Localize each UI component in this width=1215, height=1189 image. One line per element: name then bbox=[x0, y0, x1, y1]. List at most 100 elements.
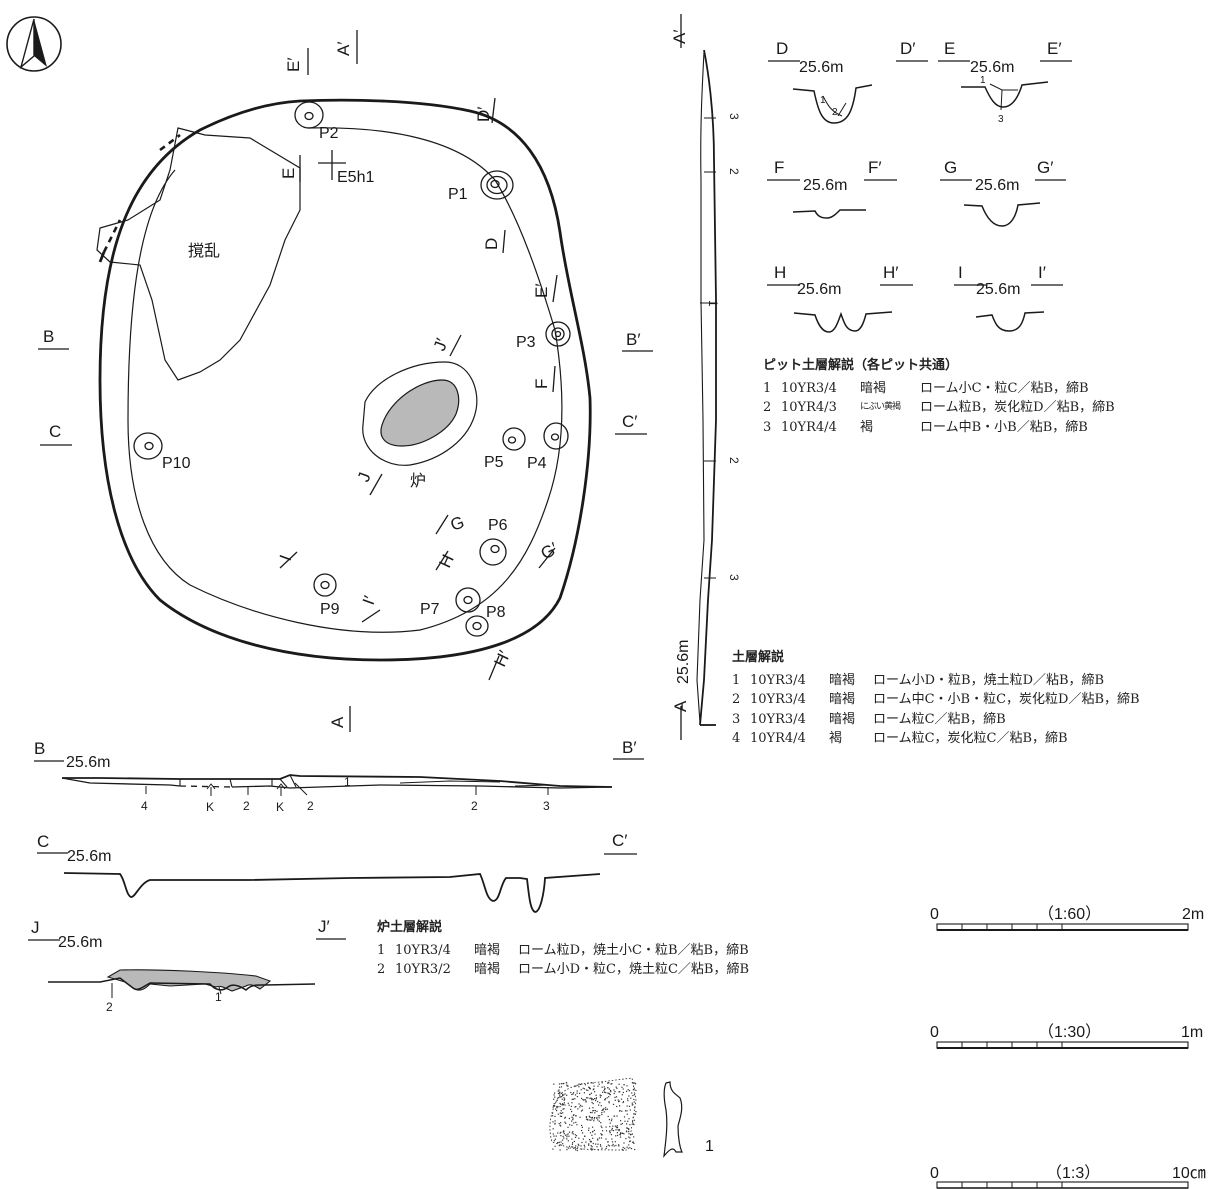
profile-a-layer-2-bottom: 2 bbox=[727, 457, 741, 464]
scale-1-30-zero: 0 bbox=[930, 1024, 939, 1041]
pit-legend-title: ピット土層解説（各ピット共通） bbox=[763, 358, 959, 373]
section-label-h-plan: H bbox=[435, 552, 457, 571]
pit-profile-e-mark-3: 3 bbox=[998, 114, 1004, 125]
profile-a bbox=[680, 14, 717, 740]
outer-outline bbox=[98, 98, 592, 662]
profile-c-prime-label: C′ bbox=[612, 831, 627, 850]
section-label-j-prime-plan: J′ bbox=[430, 336, 452, 353]
pit-p4-outline bbox=[543, 422, 569, 450]
pit-label-p10: P10 bbox=[162, 455, 191, 472]
profile-a-layer-3-top: 3 bbox=[727, 113, 741, 120]
pit-profile-i-label: I bbox=[958, 263, 963, 282]
inner-outline bbox=[127, 127, 563, 633]
pit-profile-f-label: F bbox=[774, 158, 784, 177]
pit-profile-g-label: G bbox=[944, 158, 957, 177]
legend-description: ローム粒B，炭化粒D／粘B，締B bbox=[920, 400, 1115, 415]
legend-color-name: 暗褐 bbox=[860, 380, 887, 396]
pit-profile-e-label: E bbox=[944, 39, 955, 58]
profile-b bbox=[34, 758, 644, 796]
profile-j-mark-2: 2 bbox=[106, 1000, 113, 1014]
scale-1-30-ratio: （1:30） bbox=[1038, 1023, 1101, 1041]
pit-label-p7: P7 bbox=[420, 601, 440, 618]
legend-description: ローム小D・粒B，焼土粒D／粘B，締B bbox=[873, 672, 1105, 688]
profile-b-mark-2-a: 2 bbox=[243, 799, 250, 813]
artifact-sherd-exterior bbox=[549, 1077, 637, 1152]
profile-c-label: C bbox=[37, 832, 49, 851]
section-label-h-prime-plan: H′ bbox=[490, 648, 514, 670]
legend-color-name: にぶい黄褐 bbox=[860, 402, 901, 412]
profile-a-layer-3-bottom: 3 bbox=[727, 574, 741, 581]
pit-profile-h-label: H bbox=[774, 263, 786, 282]
section-label-a-plan: A bbox=[328, 716, 347, 728]
legend-number: 1 bbox=[732, 672, 741, 688]
artifact-number: 1 bbox=[705, 1138, 714, 1155]
dwelling-plan bbox=[96, 98, 592, 662]
pit-label-p8: P8 bbox=[486, 604, 506, 621]
profile-b-mark-k-1: K bbox=[206, 800, 214, 814]
profile-j-mark-1: 1 bbox=[215, 990, 222, 1004]
scale-1-60-ratio: （1:60） bbox=[1038, 905, 1101, 923]
legend-color-name: 暗褐 bbox=[474, 942, 501, 958]
hearth-label: 炉 bbox=[410, 471, 426, 490]
disturbance-label: 撹乱 bbox=[188, 241, 220, 260]
grid-point-label: E5h1 bbox=[337, 169, 374, 186]
pit-profile-d-elevation: 25.6m bbox=[799, 59, 843, 76]
profile-b-mark-1: 1 bbox=[344, 775, 351, 789]
scale-bar-1-60: 0 （1:60） 2m bbox=[930, 905, 1204, 931]
section-label-i-plan: I bbox=[276, 552, 295, 563]
pit-profile-h-elevation: 25.6m bbox=[797, 281, 841, 298]
legend-description: ローム粒C／粘B，締B bbox=[873, 711, 1006, 727]
section-label-b-prime-plan: B′ bbox=[626, 330, 641, 349]
pit-profile-e-prime-label: E′ bbox=[1047, 39, 1062, 58]
soil-legend-title: 土層解説 bbox=[732, 650, 785, 665]
legend-munsell-code: 10YR4/4 bbox=[750, 731, 806, 746]
legend-number: 4 bbox=[732, 731, 741, 746]
profile-b-mark-3: 3 bbox=[543, 799, 550, 813]
grid-point-marker bbox=[318, 150, 346, 180]
pit-p1-outline bbox=[480, 170, 514, 200]
scale-1-60-end: 2m bbox=[1182, 906, 1204, 923]
profile-b-mark-k-2: K bbox=[276, 800, 284, 814]
north-arrow-icon bbox=[6, 16, 62, 72]
profile-a-prime-label: A′ bbox=[670, 29, 689, 44]
legend-number: 2 bbox=[732, 692, 741, 707]
legend-munsell-code: 10YR4/4 bbox=[781, 419, 837, 435]
legend-color-name: 暗褐 bbox=[829, 692, 856, 707]
legend-description: ローム中C・小B・粒C，炭化粒D／粘B，締B bbox=[873, 692, 1140, 707]
section-label-a-prime-plan: A′ bbox=[334, 41, 353, 56]
section-label-e-prime-plan: E′ bbox=[284, 57, 303, 72]
hearth-outline bbox=[362, 361, 478, 466]
scale-1-3-zero: 0 bbox=[930, 1165, 939, 1182]
pit-profile-i-elevation: 25.6m bbox=[976, 281, 1020, 298]
scale-1-30-end: 1m bbox=[1181, 1024, 1203, 1041]
artifact-cross-section bbox=[663, 1081, 683, 1158]
legend-munsell-code: 10YR3/4 bbox=[781, 380, 837, 396]
hearth-legend-title: 炉土層解説 bbox=[377, 920, 443, 935]
profile-a-layer-1: 1 bbox=[706, 300, 720, 307]
legend-munsell-code: 10YR3/2 bbox=[395, 962, 451, 977]
pit-profile-d-mark-1: 1 bbox=[820, 95, 826, 106]
pit-profile-e-mark-1: 1 bbox=[980, 75, 986, 86]
legend-munsell-code: 10YR3/4 bbox=[750, 692, 806, 707]
section-label-e-prime-plan-2: E′ bbox=[532, 283, 551, 298]
profile-c bbox=[37, 852, 637, 913]
legend-number: 3 bbox=[732, 711, 741, 727]
pit-profile-f-elevation: 25.6m bbox=[803, 177, 847, 194]
pit-profile-g-elevation: 25.6m bbox=[975, 177, 1019, 194]
pit-profile-labels: D D′ 25.6m 1 2 E E′ 25.6m 1 3 F F′ 25.6m… bbox=[774, 39, 1062, 298]
legend-munsell-code: 10YR3/4 bbox=[750, 711, 806, 727]
hearth-burned-area bbox=[380, 379, 460, 447]
pit-profile-d-prime-label: D′ bbox=[900, 39, 915, 58]
section-letters: A′ E′ D′ E D E′ J′ F J G H G′ I I′ H′ A … bbox=[43, 41, 641, 728]
pit-profile-e-elevation: 25.6m bbox=[970, 59, 1014, 76]
pit-profile-h-prime-label: H′ bbox=[883, 263, 898, 282]
legend-color-name: 褐 bbox=[860, 419, 874, 435]
legend-number: 3 bbox=[763, 419, 772, 435]
